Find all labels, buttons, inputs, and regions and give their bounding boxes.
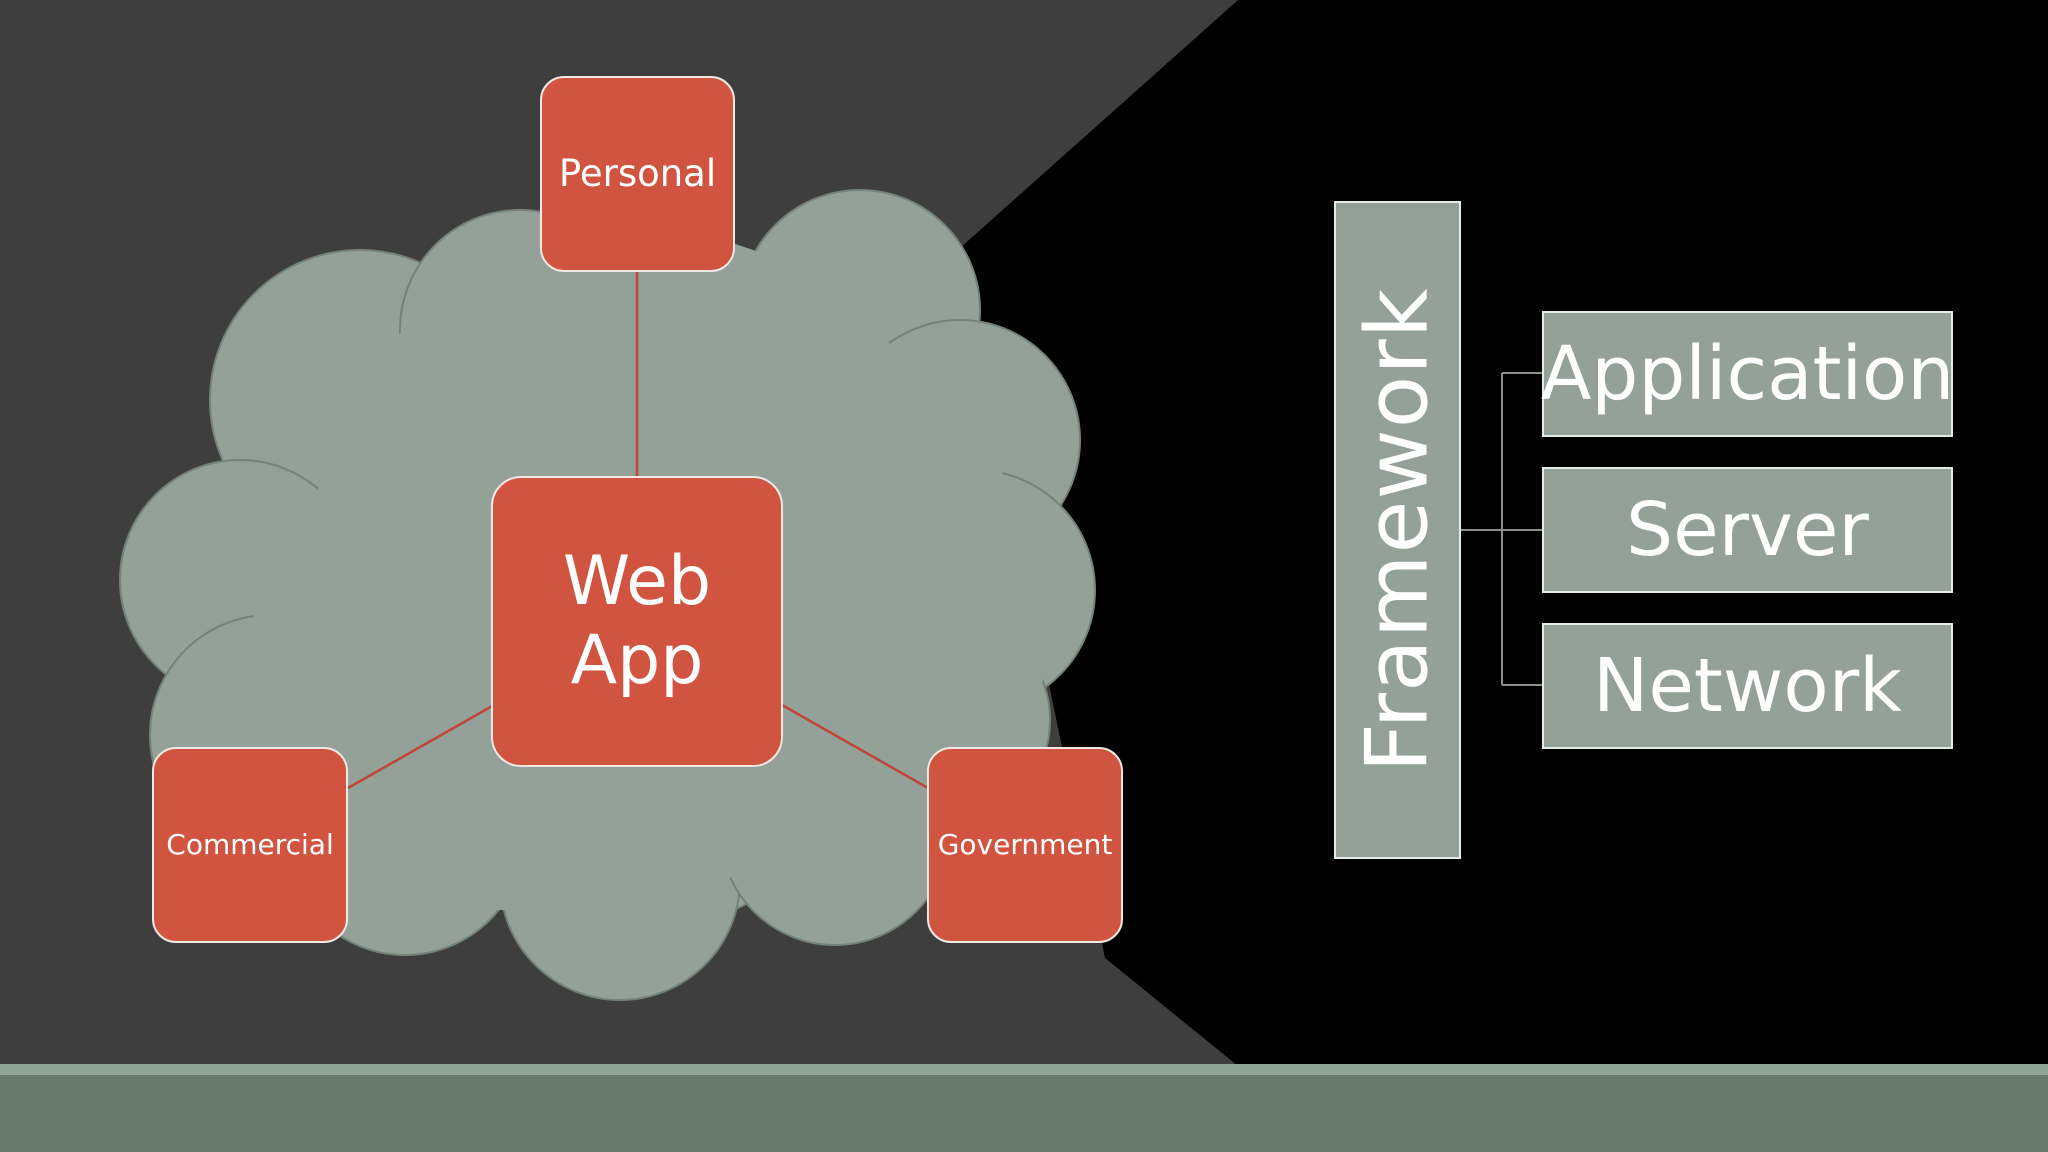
web-app-line1: Web xyxy=(562,542,712,622)
footer-band xyxy=(0,1075,2048,1152)
framework-connectors xyxy=(1461,372,1542,686)
framework-label: Framework xyxy=(1347,287,1448,773)
network-box: Network xyxy=(1542,623,1953,749)
connector-commercial xyxy=(347,703,495,790)
network-label: Network xyxy=(1593,643,1902,729)
government-label: Government xyxy=(937,827,1113,861)
footer-band-top xyxy=(0,1064,2048,1075)
web-app-node: Web App xyxy=(491,476,783,767)
application-box: Application xyxy=(1540,311,1955,437)
commercial-label: Commercial xyxy=(166,827,334,861)
connector-lines xyxy=(347,272,929,790)
personal-node: Personal xyxy=(540,76,735,272)
government-node: Government xyxy=(927,747,1123,943)
web-app-label: Web App xyxy=(562,542,712,700)
personal-label: Personal xyxy=(558,151,717,195)
framework-box: Framework xyxy=(1334,201,1461,859)
application-label: Application xyxy=(1540,331,1955,417)
server-box: Server xyxy=(1542,467,1953,593)
web-app-line2: App xyxy=(570,620,704,700)
commercial-node: Commercial xyxy=(152,747,348,943)
server-label: Server xyxy=(1626,487,1869,573)
connector-government xyxy=(781,703,929,790)
